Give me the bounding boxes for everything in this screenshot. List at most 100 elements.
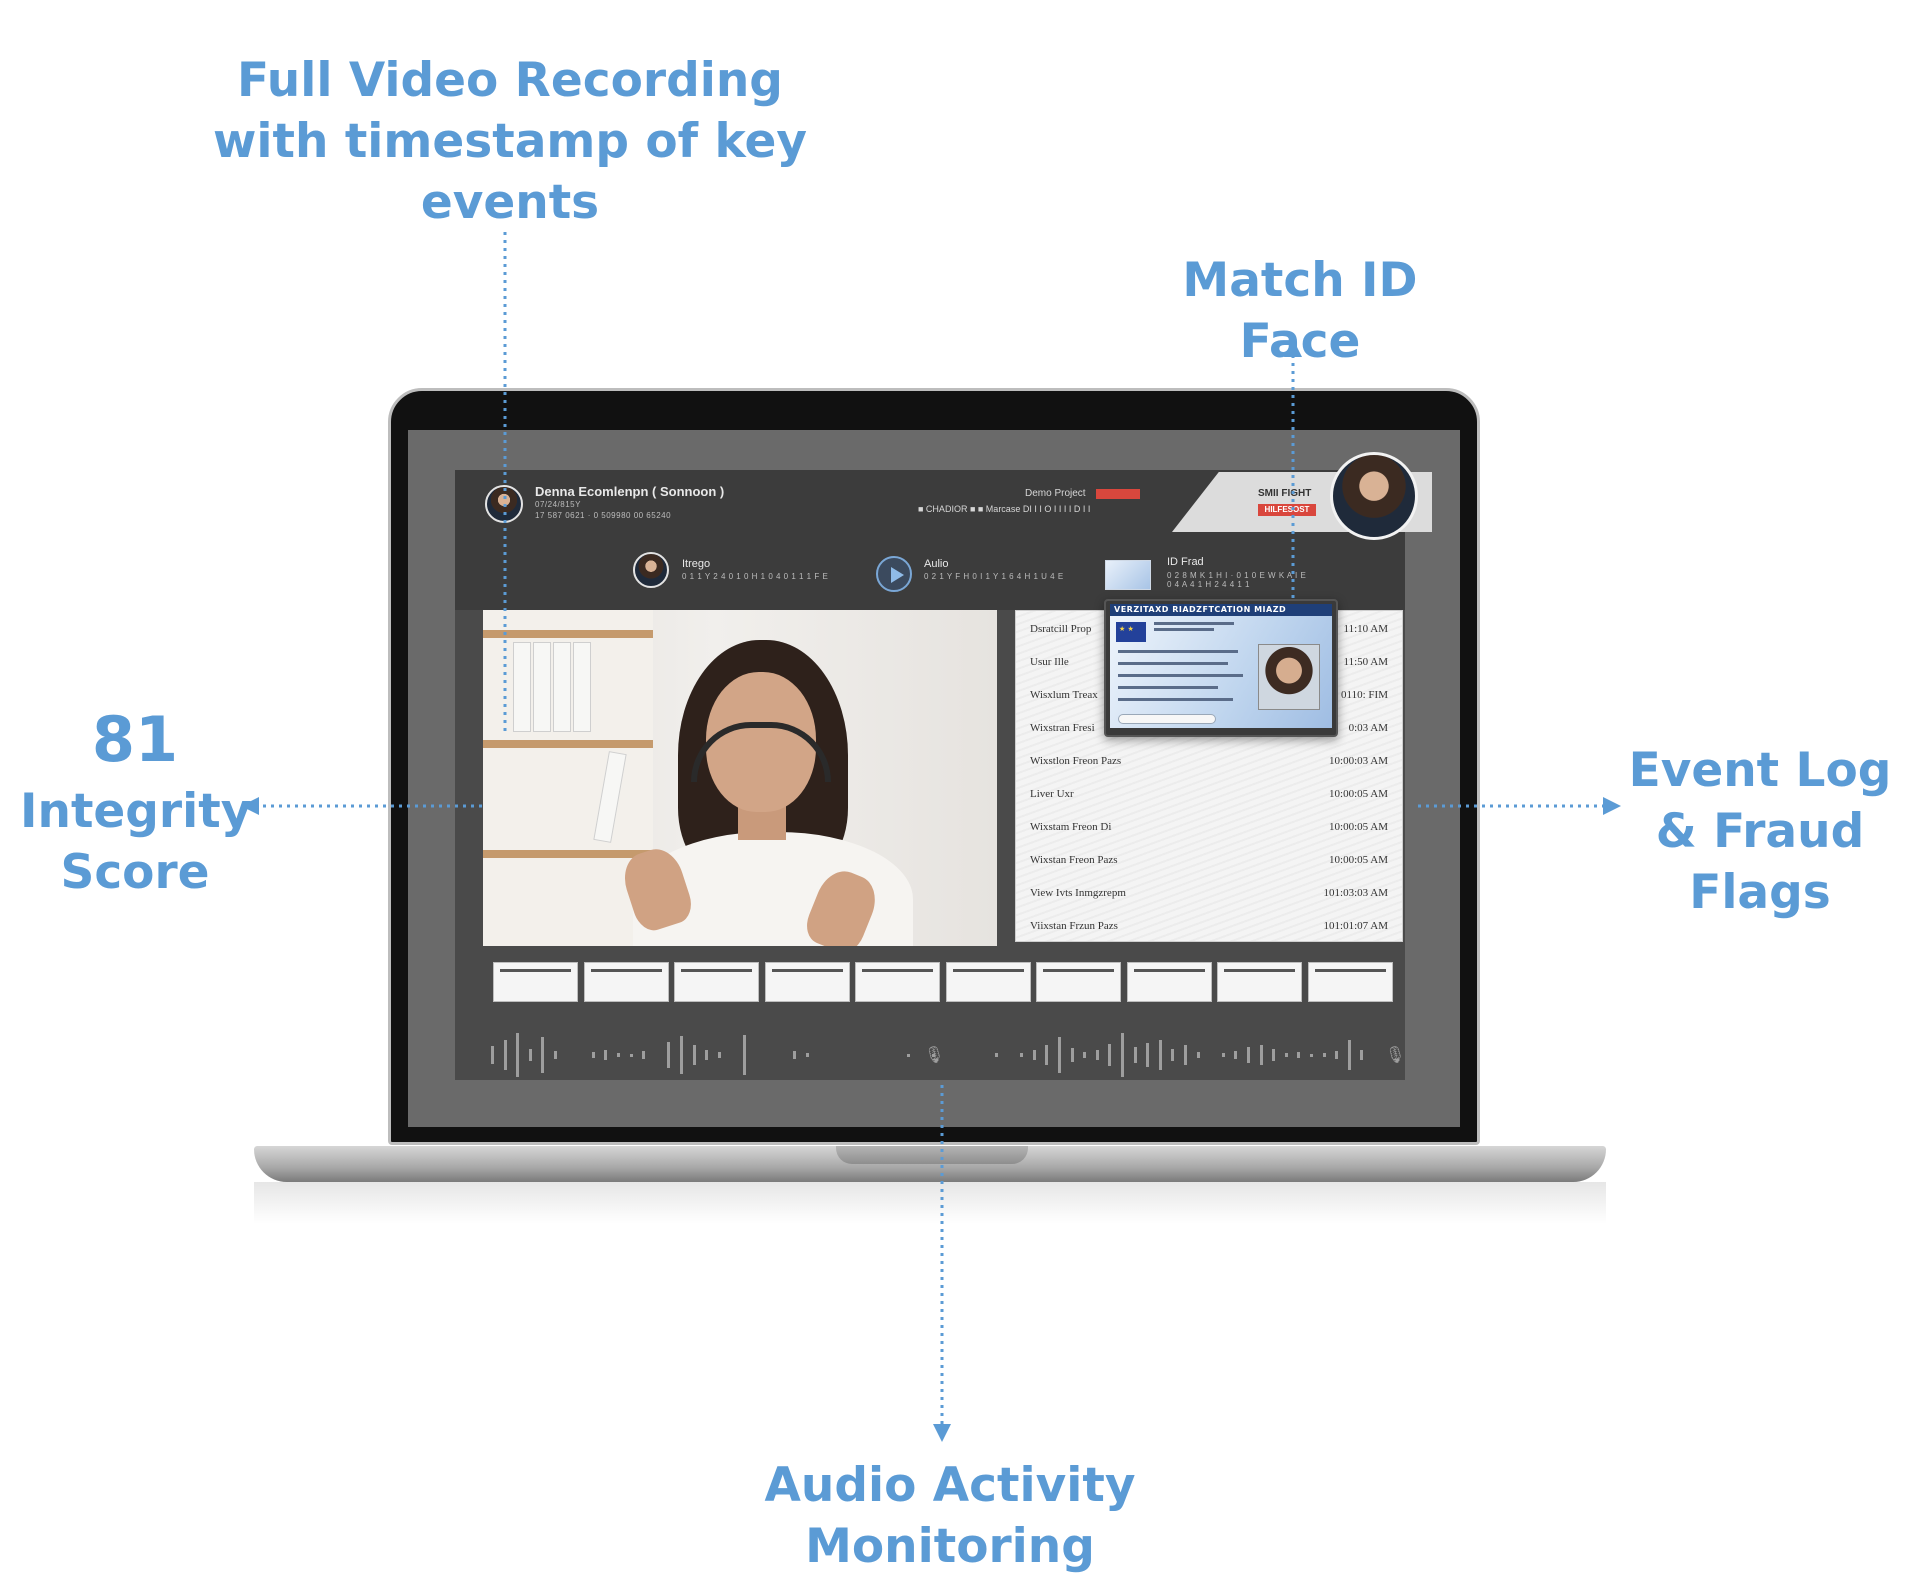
waveform-bar (1095, 1050, 1099, 1060)
waveform-bar (1347, 1040, 1351, 1070)
event-log-label: Wixstran Fresi (1030, 722, 1095, 734)
tab-integrity[interactable]: Itrego (682, 558, 711, 570)
waveform-bar (541, 1037, 545, 1073)
laptop-shadow (254, 1182, 1606, 1224)
play-icon[interactable] (876, 556, 912, 592)
waveform-bar (1310, 1053, 1313, 1057)
eu-flag-icon (1116, 622, 1146, 642)
event-log-time: 101:01:07 AM (1323, 920, 1388, 932)
laptop-notch (836, 1146, 1028, 1164)
event-log-label: Liver Uxr (1030, 788, 1074, 800)
id-card: VERZITAXD RIADZFTCATION MIAZD (1110, 604, 1332, 728)
timeline-frame[interactable] (493, 962, 578, 1002)
timeline-frame[interactable] (764, 962, 850, 1002)
audio-waveform[interactable]: 🎙 🎙 (483, 1025, 1406, 1085)
tab-integrity-avatar[interactable] (633, 552, 669, 588)
event-log-label: Viixstan Frzun Pazs (1030, 920, 1118, 932)
binder (553, 642, 571, 732)
callout-match-id-face: Match ID Face (1182, 253, 1418, 370)
user-meta: 07/24/815Y (535, 500, 581, 509)
waveform-bar (1133, 1047, 1137, 1063)
event-log-label: Wisxlum Treax (1030, 689, 1098, 701)
microphone-icon: 🎙 (1385, 1047, 1406, 1064)
callout-event-log: Event Log & Fraud Flags (1628, 743, 1892, 921)
shelf-board (483, 630, 653, 638)
waveform-bar (1032, 1050, 1036, 1060)
tab-integrity-sub: 0 1 1 Y 2 4 0 1 0 H 1 0 4 0 1 1 1 F E (682, 572, 829, 581)
integrity-score-value: 81 (91, 703, 179, 776)
video-player[interactable] (483, 610, 997, 946)
timeline-frame[interactable] (583, 962, 669, 1002)
id-card-thumbnail[interactable] (1105, 560, 1151, 590)
waveform-bar (1121, 1033, 1124, 1077)
callout-audio-monitoring: Audio Activity Monitoring (764, 1458, 1136, 1575)
event-log-time: 11:50 AM (1343, 656, 1388, 668)
timeline-frame[interactable] (1126, 962, 1212, 1002)
waveform-bar (1322, 1053, 1326, 1057)
waveform-bar (1108, 1044, 1112, 1066)
waveform-bar (1158, 1040, 1162, 1070)
project-status-badge (1096, 489, 1140, 499)
event-log-time: 10:00:03 AM (1329, 755, 1388, 767)
tab-audio-sub: 0 2 1 Y F H 0 I 1 Y 1 6 4 H 1 U 4 E (924, 572, 1064, 581)
waveform-bar (932, 1053, 935, 1057)
user-avatar[interactable] (485, 485, 523, 523)
waveform-bar (806, 1053, 809, 1057)
event-log-label: Wixstlon Freon Pazs (1030, 755, 1122, 767)
waveform-bar (491, 1046, 494, 1064)
tab-audio[interactable]: Aulio (924, 558, 949, 570)
waveform-bar (1146, 1043, 1150, 1067)
event-log-time: 11:10 AM (1343, 623, 1388, 635)
timeline-frame[interactable] (945, 962, 1031, 1002)
waveform-bar (528, 1049, 532, 1061)
waveform-bar (1020, 1053, 1024, 1057)
waveform-bar (1272, 1049, 1276, 1061)
binder (573, 642, 591, 732)
waveform-bar (1335, 1051, 1339, 1059)
timeline-frame[interactable] (855, 962, 940, 1002)
waveform-bar (1171, 1049, 1175, 1061)
waveform-bar (1259, 1045, 1263, 1065)
waveform-bar (1058, 1037, 1061, 1073)
waveform-bar (642, 1051, 646, 1059)
tab-id-fraud[interactable]: ID Frad (1167, 556, 1204, 568)
waveform-bar (629, 1053, 633, 1057)
event-log-time: 10:00:05 AM (1329, 854, 1388, 866)
event-log-row[interactable]: Wisxlum Treax 0110: FIM (1016, 677, 1404, 710)
waveform-bar (503, 1040, 507, 1070)
user-name: Denna Ecomlenpn ( Sonnoon ) (535, 484, 725, 499)
waveform-bar (680, 1036, 683, 1074)
user-meta: 17 587 0621 · 0 509980 00 65240 (535, 511, 672, 520)
callout-video-recording: Full Video Recording with timestamp of k… (213, 53, 807, 231)
binder (533, 642, 551, 732)
event-log-time: 0110: FIM (1341, 689, 1388, 701)
shelf-board (483, 740, 653, 748)
timeline-frame[interactable] (1217, 962, 1302, 1002)
waveform-bar (1234, 1051, 1238, 1059)
shelf-board (483, 850, 653, 858)
id-photo (1258, 644, 1320, 710)
tab-id-fraud-sub: 0 2 8 M K 1 H I · 0 1 0 E W K A I E (1167, 571, 1307, 580)
match-face-avatar[interactable] (1330, 452, 1418, 540)
project-name: Demo Project (1025, 488, 1086, 499)
timeline-frame[interactable] (1307, 962, 1393, 1002)
waveform-bar (743, 1035, 746, 1075)
timeline-frame[interactable] (674, 962, 759, 1002)
waveform-bar (1196, 1052, 1200, 1058)
id-text-line (1118, 662, 1228, 665)
waveform-bar (1221, 1053, 1225, 1057)
timeline-frame[interactable] (1036, 962, 1121, 1002)
event-log-row[interactable]: Wixstlon Freon Pazs 10:00:03 AM (1016, 743, 1404, 776)
project-id: ■ CHADIOR ■ ■ Marcase DI I I O I I I I D… (918, 504, 1091, 514)
event-log-row[interactable]: Viixstan Frzun Pazs 101:01:07 AM (1016, 908, 1404, 941)
waveform-bar (591, 1052, 595, 1058)
waveform-bar (705, 1050, 709, 1060)
event-log-row[interactable]: Dsratcill Prop 11:10 AM (1016, 611, 1404, 644)
event-log-label: Dsratcill Prop (1030, 623, 1092, 635)
